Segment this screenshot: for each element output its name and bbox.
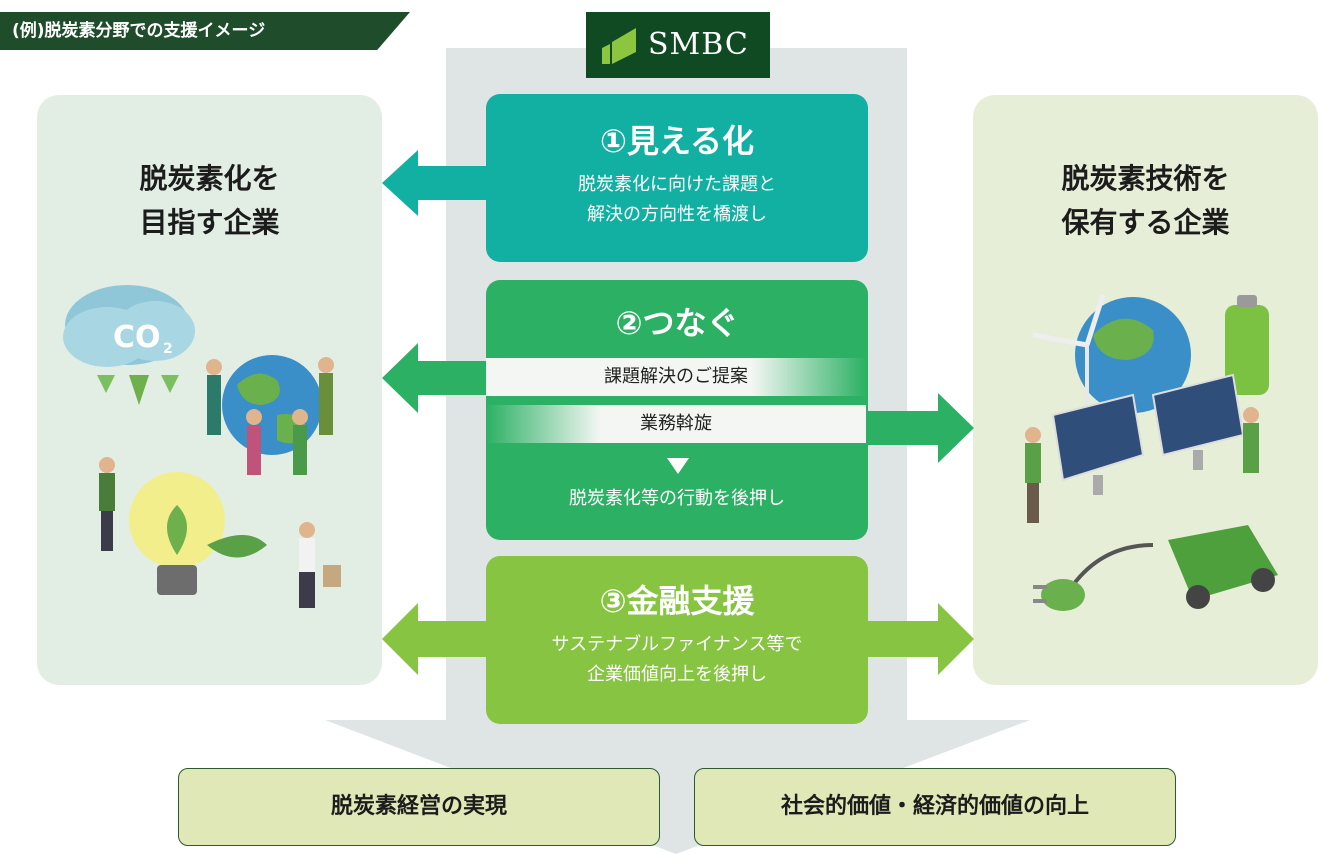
- plug-icon: [1033, 543, 1154, 611]
- result-social-economic-value: 社会的価値・経済的価値の向上: [694, 768, 1176, 846]
- wind-turbine-icon: [1032, 294, 1106, 445]
- woman-figure-icon: [1243, 407, 1259, 473]
- example-tag-label: (例)脱炭素分野での支援イメージ: [12, 21, 266, 41]
- result-left-label: 脱炭素経営の実現: [330, 794, 507, 819]
- globe-icon: [1075, 297, 1191, 413]
- step2-heading: ②つなぐ: [615, 304, 739, 342]
- electric-car-icon: [1168, 525, 1278, 609]
- step2-bar-brokerage: 業務斡旋: [486, 405, 866, 443]
- step2-bar-proposal: 課題解決のご提案: [486, 358, 866, 396]
- svg-text:2: 2: [163, 341, 173, 357]
- arrow-left-step2: [382, 343, 488, 413]
- step2-bar-proposal-label: 課題解決のご提案: [604, 366, 748, 387]
- step1-heading: ①見える化: [599, 122, 755, 160]
- arrow-left-step1: [382, 150, 488, 216]
- step2-description: 脱炭素化等の行動を後押し: [569, 488, 785, 509]
- clean-tech-illustration: [1025, 294, 1278, 611]
- man-figure-icon: [1025, 427, 1041, 523]
- co2-cloud-icon: CO 2: [63, 285, 195, 405]
- down-triangle-icon: [667, 458, 689, 474]
- woman-shopping-icon: [299, 522, 341, 608]
- svg-text:CO: CO: [113, 320, 161, 355]
- right-panel-title: 脱炭素技術を 保有する企業: [1061, 162, 1230, 239]
- smbc-logo-text: SMBC: [648, 27, 749, 62]
- result-right-label: 社会的価値・経済的価値の向上: [780, 794, 1089, 819]
- step1-description: 脱炭素化に向けた課題と 解決の方向性を橋渡し: [578, 174, 776, 225]
- arrow-right-step2: [866, 393, 974, 463]
- left-panel-title: 脱炭素化を 目指す企業: [139, 162, 280, 239]
- man-figure-icon: [99, 457, 115, 551]
- battery-icon: [1225, 295, 1269, 395]
- result-decarbonization-management: 脱炭素経営の実現: [178, 768, 660, 846]
- step2-bar-brokerage-label: 業務斡旋: [640, 413, 712, 434]
- left-panel: 脱炭素化を 目指す企業 CO 2: [37, 95, 382, 685]
- smbc-mark-icon: [602, 28, 636, 64]
- step3-heading: ③金融支援: [599, 582, 755, 620]
- light-bulb-icon: [129, 472, 267, 595]
- right-panel: 脱炭素技術を 保有する企業: [973, 95, 1318, 685]
- example-tag: (例)脱炭素分野での支援イメージ: [0, 12, 410, 50]
- step3-description: サステナブルファイナンス等で 企業価値向上を後押し: [551, 634, 803, 685]
- decarbonization-illustration: CO 2: [63, 285, 341, 608]
- solar-panel-icon: [1051, 373, 1245, 495]
- step1-card: ①見える化 脱炭素化に向けた課題と 解決の方向性を橋渡し: [486, 94, 868, 262]
- step3-card: ③金融支援 サステナブルファイナンス等で 企業価値向上を後押し: [486, 556, 868, 724]
- smbc-logo: SMBC: [586, 12, 770, 78]
- globe-people-icon: [206, 355, 334, 475]
